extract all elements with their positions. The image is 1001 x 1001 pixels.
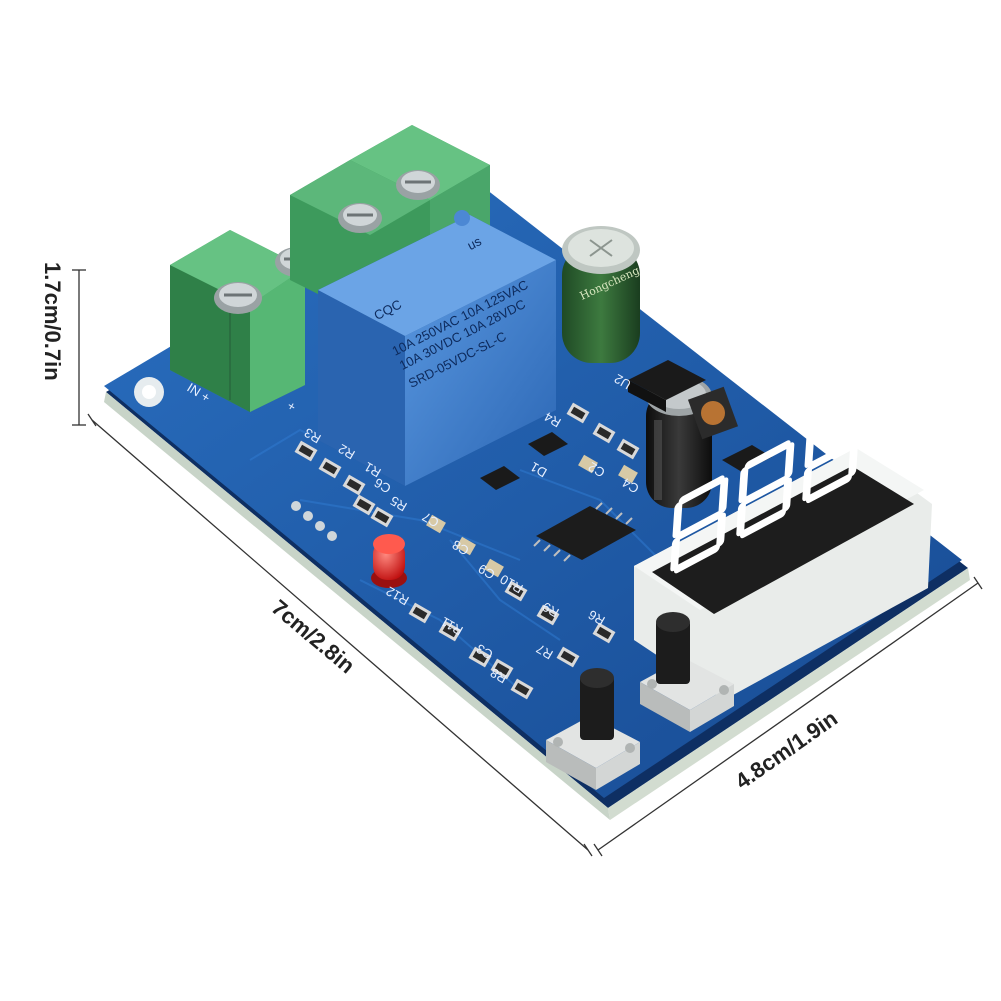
dimension-lines: [72, 269, 983, 857]
red-led: [371, 534, 407, 588]
relay: CQC 10A 250VAC 10A 125VAC 10A 30VDC 10A …: [318, 210, 556, 486]
silk-r4: R4: [542, 409, 564, 430]
silk-c6: C6: [372, 475, 394, 496]
smd-components: [294, 402, 640, 700]
voltage-regulator-chip: [628, 360, 706, 412]
electrolytic-capacitor-large: Hongcheng: [562, 226, 641, 363]
silk-c9: C9: [476, 561, 498, 582]
display-digits: [670, 405, 861, 574]
silk-r9: R9: [540, 599, 562, 620]
silk-r6: R6: [586, 607, 608, 628]
dimension-height-label: 1.7cm/0.7in: [40, 262, 65, 381]
push-button-right[interactable]: [640, 612, 734, 732]
silk-c7: C7: [420, 509, 442, 530]
silk-c2: C2: [586, 459, 608, 480]
push-button-left[interactable]: [546, 668, 640, 790]
silk-d1: D1: [528, 459, 550, 480]
silk-c8: C8: [450, 537, 472, 558]
silk-r7: R7: [534, 641, 556, 662]
seven-segment-display: 888: [634, 405, 932, 700]
silk-r1: R1: [362, 459, 384, 480]
terminal-block-output: [290, 125, 490, 310]
header-pin-pads: [291, 501, 337, 541]
terminal-block-input: [170, 230, 319, 412]
silk-r5: R5: [388, 493, 410, 514]
microcontroller-chip: [533, 502, 636, 562]
silk-r2: R2: [336, 441, 358, 462]
inductor: [687, 386, 739, 440]
diode: [722, 445, 772, 472]
mounting-hole: [134, 377, 164, 407]
silk-r8: R8: [488, 665, 510, 686]
silk-u2: U2: [612, 371, 634, 392]
relay-cert-us: us: [465, 233, 484, 253]
silk-c3: C3: [474, 641, 496, 662]
silk-r3: R3: [302, 425, 324, 446]
silk-c4: C4: [620, 475, 642, 496]
dimension-length-label: 7cm/2.8in: [267, 595, 360, 679]
